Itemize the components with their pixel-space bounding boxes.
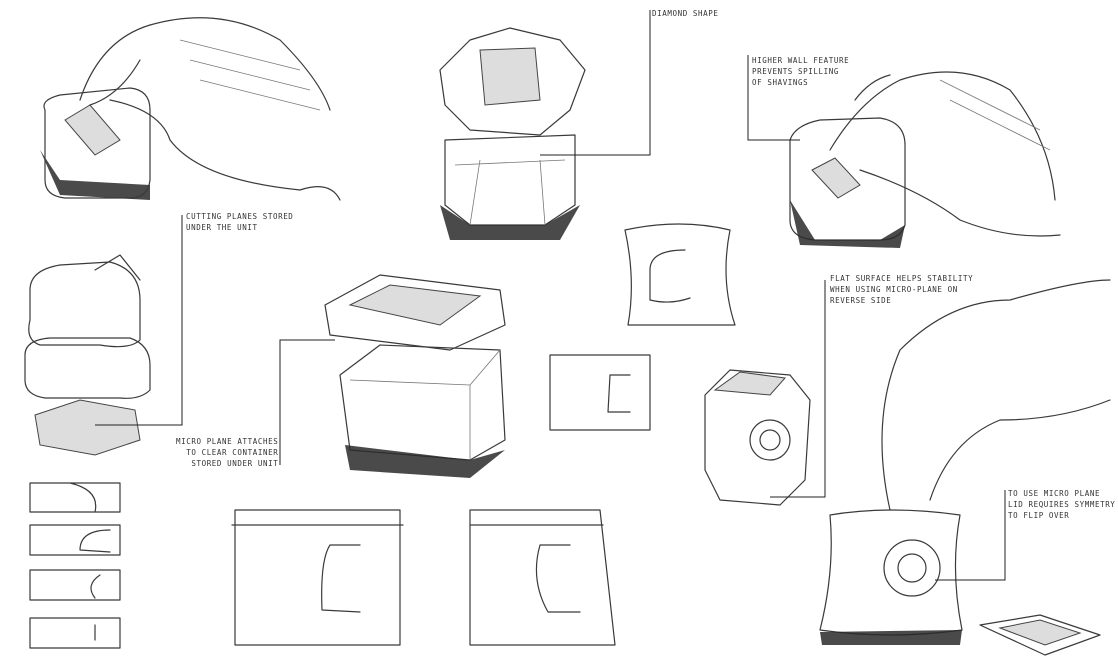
annotation-text: DIAMOND SHAPE [652,9,719,18]
sketch-hand-grating-unit-left [40,17,341,201]
annotation-line: REVERSE SIDE [830,296,892,305]
annotation-diamond-shape: DIAMOND SHAPE [652,8,719,19]
annotation-line: WHEN USING MICRO-PLANE ON [830,285,958,294]
leader-line-micro-plane [279,339,335,465]
leader-line-to-use [935,490,1006,581]
annotation-line: TO USE MICRO PLANE [1008,489,1101,498]
sketch-hand-grating-unit-right [789,71,1061,248]
leader-line-flat-surface [770,280,826,498]
annotation-line: CUTTING PLANES STORED [186,212,294,221]
annotation-higher-wall: HIGHER WALL FEATURE PREVENTS SPILLING OF S… [752,55,849,88]
annotation-line: OF SHAVINGS [752,78,809,87]
sketch-reverse-side-unit [704,369,811,506]
sketch-exploded-container [324,274,506,478]
annotation-line: MICRO PLANE ATTACHES [176,437,279,446]
annotation-micro-plane-attaches: MICRO PLANE ATTACHES TO CLEAR CONTAINER ST… [176,436,278,469]
sketch-stacked-cutting-planes [24,254,151,456]
annotation-line: TO CLEAR CONTAINER [186,448,279,457]
leader-line-higher-wall [747,55,800,141]
sketch-hand-flipping-lid [819,279,1111,656]
annotation-line: UNDER THE UNIT [186,223,258,232]
annotation-line: HIGHER WALL FEATURE [752,56,850,65]
leader-line-cutting-planes [95,215,183,426]
annotation-cutting-planes: CUTTING PLANES STORED UNDER THE UNIT [186,211,293,233]
annotation-to-use-micro-plane: TO USE MICRO PLANE LID REQUIRES SYMMETRY T… [1008,488,1115,521]
leader-line-diamond [540,10,651,156]
sketch-profile-views [29,223,736,649]
annotation-line: STORED UNDER UNIT [191,459,279,468]
sketch-diamond-container [439,27,586,240]
annotation-line: PREVENTS SPILLING [752,67,839,76]
annotation-line: TO FLIP OVER [1008,511,1070,520]
annotation-flat-surface: FLAT SURFACE HELPS STABILITY WHEN USING M… [830,273,973,306]
annotation-line: LID REQUIRES SYMMETRY [1008,500,1116,509]
annotation-line: FLAT SURFACE HELPS STABILITY [830,274,974,283]
